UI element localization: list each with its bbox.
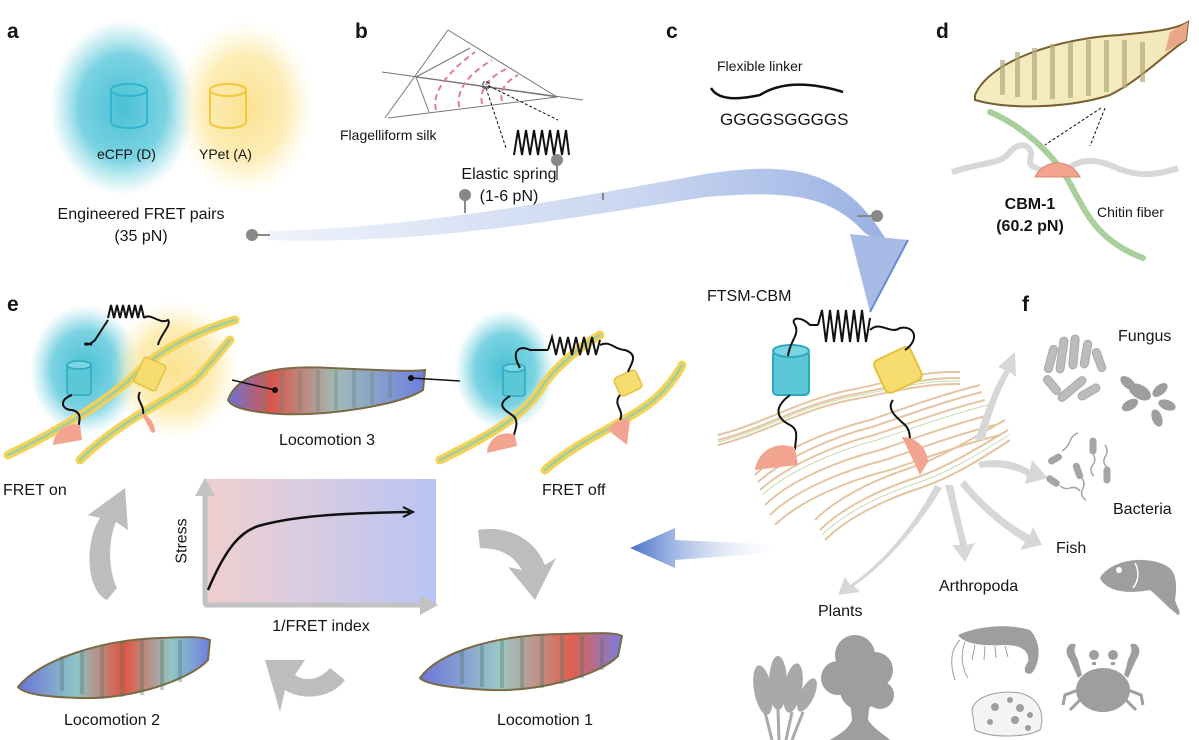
cbm-icon [487, 433, 517, 453]
blue-left-arrow [630, 528, 785, 568]
arrow-to-fish [960, 480, 1042, 550]
assembly-arrow [268, 168, 909, 313]
donor-label: eCFP (D) [97, 146, 156, 162]
locomotion-2-label: Locomotion 2 [63, 712, 161, 729]
spring-icon [107, 304, 145, 319]
donor-cylinder-icon [110, 83, 148, 129]
wheat-icon [753, 656, 817, 740]
donor-cylinder-icon [772, 344, 810, 396]
acceptor-cylinder-icon [613, 369, 643, 397]
y-axis-arrowhead [195, 478, 215, 496]
flexible-linker-label: Flexible linker [717, 58, 803, 74]
ftsm-cbm-illustration [717, 309, 1011, 541]
organism-label-bacteria: Bacteria [1113, 501, 1172, 518]
cbm-icon [608, 419, 630, 445]
linker-sequence: GGGGSGGGGS [720, 110, 849, 129]
radiating-arrows [838, 352, 1048, 595]
fret-off-label: FRET off [542, 482, 606, 499]
crab-icon [1061, 643, 1145, 712]
acceptor-label: YPet (A) [199, 146, 252, 162]
arrow-to-fungus [975, 352, 1016, 440]
organism-label-fish: Fish [1056, 540, 1087, 557]
fungus-hyphae-icon [1043, 334, 1107, 402]
panel-a [50, 20, 315, 195]
silk-capture-threads [434, 51, 519, 111]
shrimp-icon [951, 626, 1039, 681]
flagelliform-silk-label: Flagelliform silk [340, 127, 437, 143]
donor-glow [50, 20, 195, 195]
fret-off-illustration [435, 310, 687, 475]
fret-on-label: FRET on [3, 482, 67, 499]
larva-locomotion-2 [16, 636, 212, 700]
acceptor-cylinder-icon [133, 356, 167, 392]
cycle-arrow-right-down [478, 529, 556, 600]
plot-y-label: Stress [173, 518, 191, 564]
ftsm-cbm-label: FTSM-CBM [707, 288, 792, 305]
elastic-spring-force: (1-6 pN) [479, 188, 539, 205]
panel-letter-e: e [7, 293, 19, 316]
fret-pairs-title: Engineered FRET pairs [57, 206, 225, 223]
x-axis-arrowhead [420, 595, 438, 615]
locomotion-3-label: Locomotion 3 [278, 432, 376, 449]
cbm-label: CBM-1 [1004, 196, 1056, 213]
zoom-line [485, 87, 507, 149]
larva-locomotion-1 [418, 632, 624, 692]
stress-fret-plot [195, 478, 438, 615]
cbm-icon [53, 424, 82, 445]
acceptor-cylinder-icon [209, 83, 247, 129]
cbm-icon [141, 413, 155, 433]
flexible-linker-icon [709, 83, 844, 100]
connector-pins [246, 154, 883, 241]
organism-label-fungus: Fungus [1118, 328, 1172, 345]
larva-locomotion-3 [226, 366, 461, 416]
panel-letter-f: f [1022, 293, 1029, 316]
chitin-fiber-icon [987, 109, 1146, 261]
barnacle-shell-icon [971, 691, 1043, 737]
cbm-force: (60.2 pN) [996, 218, 1064, 235]
bacteria-icon [1046, 432, 1111, 501]
zoom-line [488, 85, 559, 121]
arrow-to-bacteria [978, 460, 1048, 484]
acceptor-cylinder-icon [873, 346, 923, 394]
arrow-to-arthropoda [945, 485, 975, 562]
chitin-fiber-label: Chitin fiber [1097, 204, 1164, 220]
fret-pairs-force: (35 pN) [114, 228, 168, 245]
cbm-icon [902, 437, 928, 475]
zoom-line [1044, 107, 1102, 146]
cbm-icon [755, 445, 798, 470]
fungus-spores-icon [1120, 376, 1176, 427]
donor-cylinder-icon [502, 363, 526, 397]
arrow-to-plants [838, 485, 942, 595]
panel-b-web-icon [381, 29, 584, 119]
panel-letter-b: b [355, 20, 368, 43]
cbm-domain-icon [1034, 162, 1081, 178]
fret-on-illustration [3, 300, 240, 465]
panel-letter-a: a [7, 20, 19, 43]
locomotion-1-label: Locomotion 1 [496, 712, 594, 729]
panel-letter-d: d [936, 20, 949, 43]
larva-yellow-icon [974, 20, 1190, 108]
elastic-spring-label: Elastic spring [461, 166, 557, 183]
organism-label-plants: Plants [818, 603, 863, 620]
cycle-arrow-up [88, 488, 128, 600]
elastic-spring-icon [513, 129, 570, 156]
donor-cylinder-icon [66, 360, 92, 396]
fish-icon [1100, 559, 1180, 615]
spring-icon [817, 309, 871, 343]
stress-curve [206, 510, 411, 591]
zoom-line [1089, 107, 1106, 147]
plot-background [204, 479, 436, 605]
panel-letter-c: c [666, 20, 678, 43]
tree-icon [821, 635, 894, 740]
cycle-arrow-left [265, 660, 345, 712]
plot-x-label: 1/FRET index [272, 618, 370, 635]
curve-arrowhead [402, 506, 416, 518]
organism-label-arthropoda: Arthropoda [939, 578, 1019, 595]
spring-icon [547, 333, 601, 356]
